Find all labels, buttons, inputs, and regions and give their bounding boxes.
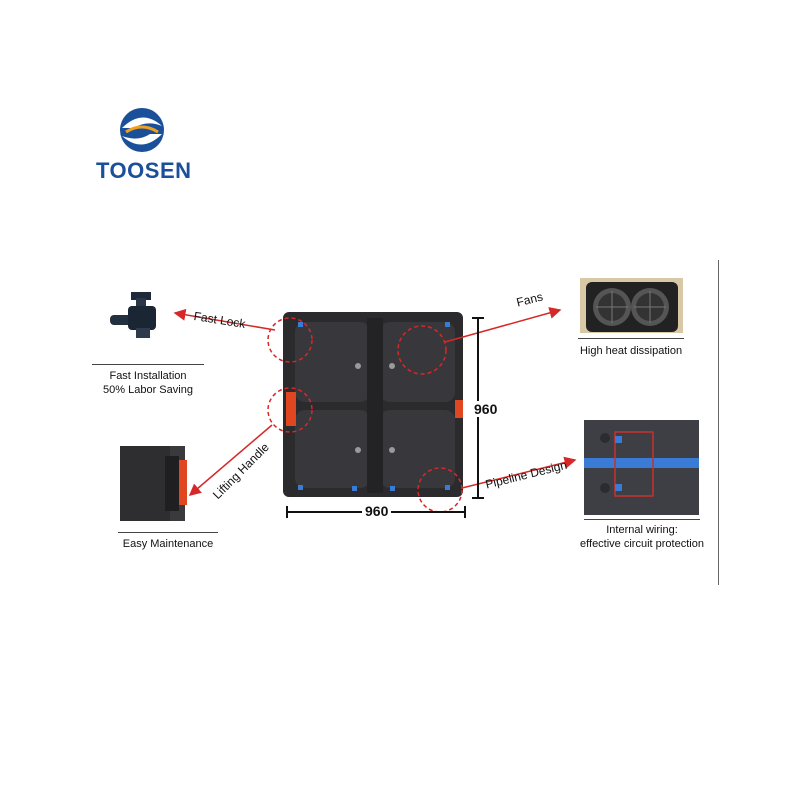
callout-fans [397,325,447,375]
wiring-photo [584,420,699,515]
handle-photo [120,446,187,521]
lifting-handle-caption: Easy Maintenance [122,538,214,550]
arrow-pipeline [461,456,577,489]
fast-lock-caption-line2: 50% Labor Saving [103,384,193,396]
logo-swirl-icon [120,108,164,152]
height-dimension-value: 960 [472,401,500,417]
fan-photo [580,278,683,333]
pipeline-caption-line2: effective circuit protection [580,538,704,550]
arrow-fans [444,307,562,343]
callout-handle [267,387,313,433]
led-cabinet [283,312,463,497]
arrow-fast-lock [173,308,276,331]
width-dimension-value: 960 [362,503,392,519]
right-divider [718,260,719,585]
callout-fast-lock [267,317,313,363]
fast-lock-caption: Fast Installation 50% Labor Saving [92,369,204,397]
fast-lock-caption-line1: Fast Installation [109,370,187,382]
arrow-handle [188,424,273,496]
brand-logo: TOOSEN [92,98,212,188]
fans-caption: High heat dissipation [579,345,683,357]
fast-lock-photo [110,292,156,338]
callout-pipeline [417,467,463,513]
brand-name: TOOSEN [96,158,192,183]
pipeline-caption-line1: Internal wiring: [606,524,678,536]
pipeline-caption: Internal wiring: effective circuit prote… [572,523,712,551]
